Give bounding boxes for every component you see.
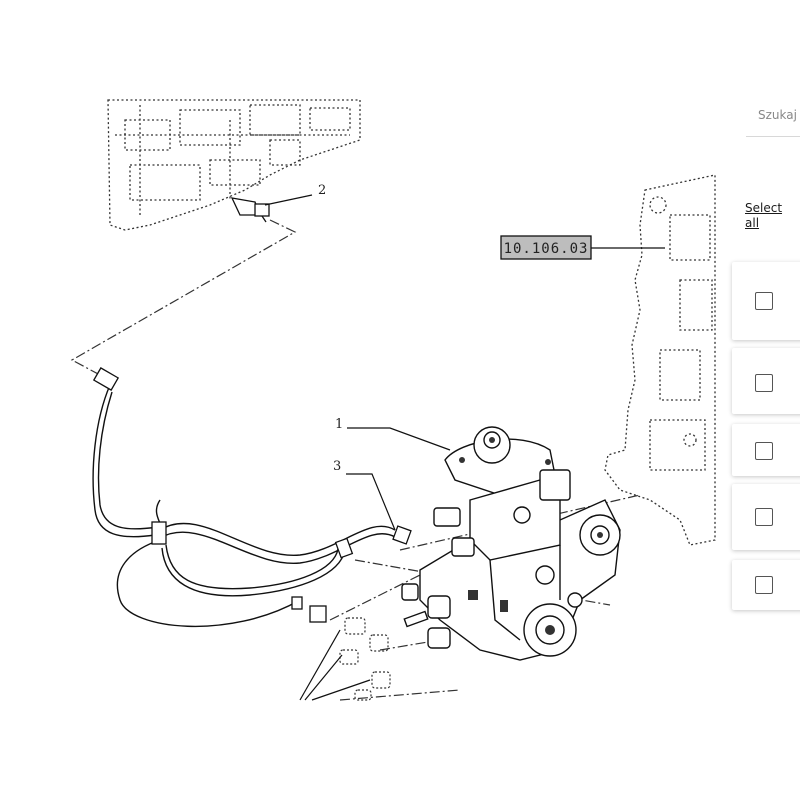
reference-label[interactable]: 10.106.03 — [500, 235, 665, 260]
row-checkbox[interactable] — [755, 576, 773, 594]
injection-pump — [401, 426, 621, 661]
callout-2: 2 — [318, 183, 326, 198]
search-input[interactable] — [758, 108, 800, 122]
list-item — [732, 348, 800, 414]
reference-label-text: 10.106.03 — [504, 241, 589, 257]
engine-block-outline — [107, 99, 361, 231]
row-checkbox[interactable] — [755, 292, 773, 310]
row-checkbox[interactable] — [755, 508, 773, 526]
select-all-link[interactable]: Select all — [745, 201, 783, 230]
wiring-harness — [92, 384, 396, 628]
callout-3: 3 — [333, 459, 341, 474]
fitting-leaders — [299, 629, 371, 701]
parts-diagram: 10.106.03 2 3 1 — [70, 99, 716, 701]
engine-side-outline — [604, 174, 716, 546]
list-item — [732, 262, 800, 340]
list-item — [732, 424, 800, 476]
callout-1: 1 — [335, 417, 343, 432]
sensor-part — [230, 197, 270, 223]
row-checkbox[interactable] — [755, 374, 773, 392]
harness-connectors — [92, 367, 412, 623]
pump-shading — [459, 437, 603, 635]
search-box[interactable] — [746, 96, 800, 137]
list-item — [732, 560, 800, 610]
list-item — [732, 484, 800, 550]
fittings — [339, 617, 391, 701]
row-checkbox[interactable] — [755, 442, 773, 460]
